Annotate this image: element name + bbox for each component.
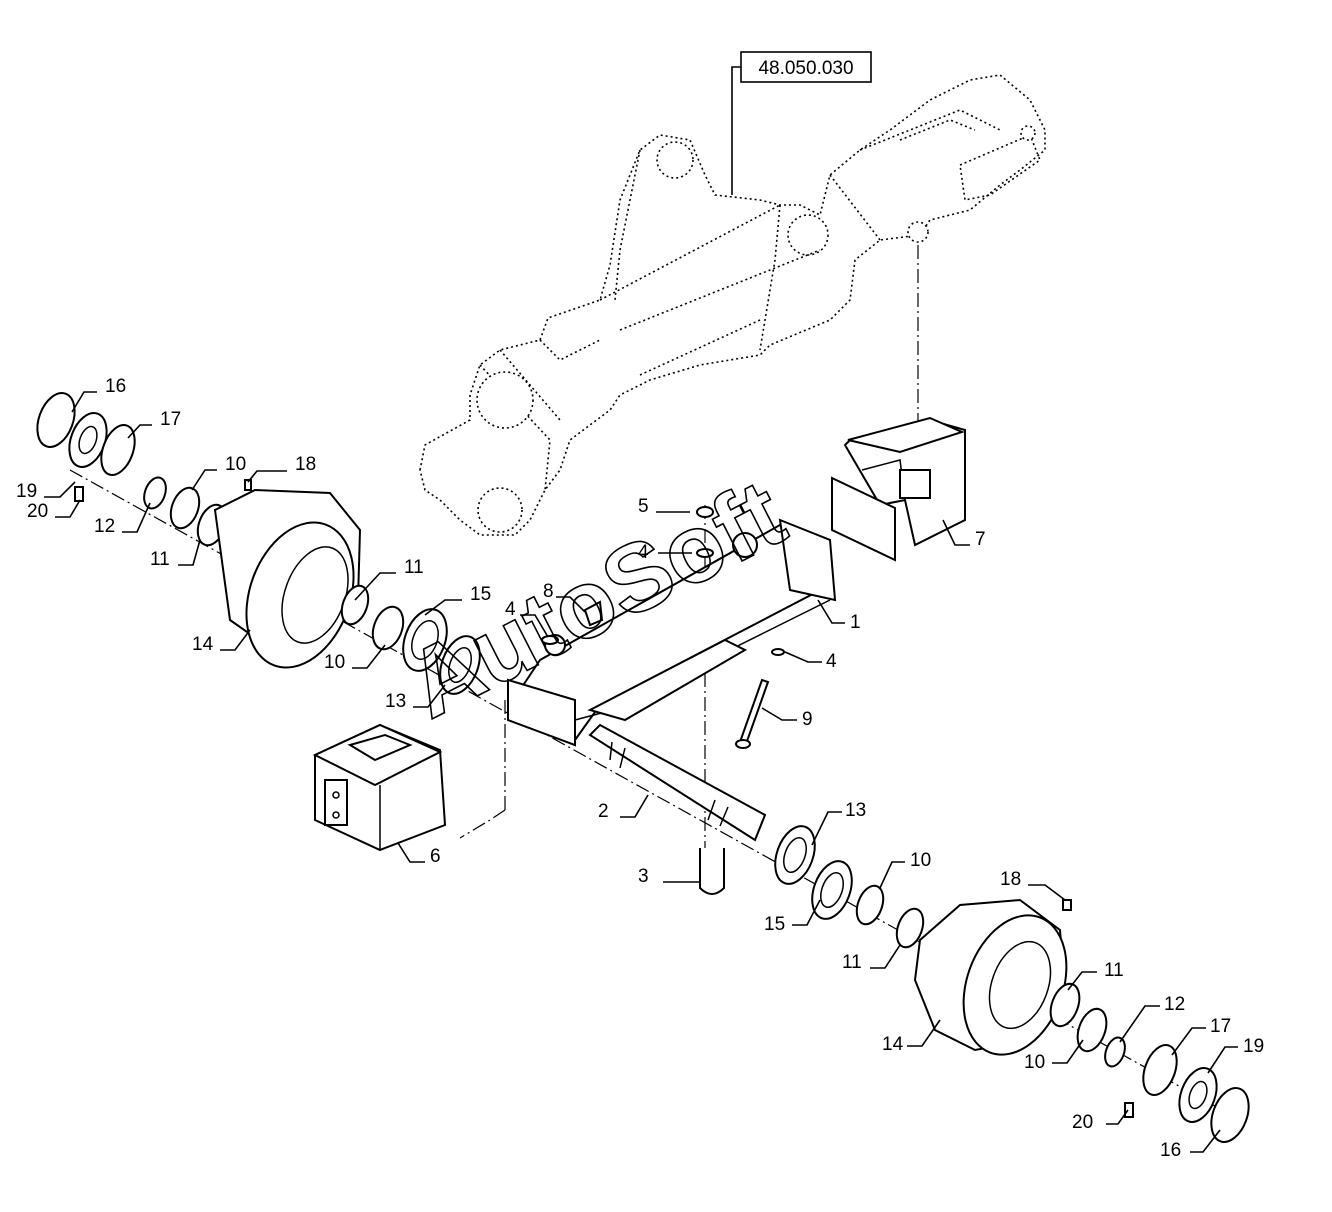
callout-11[interactable]: 11	[404, 557, 424, 578]
callout-4[interactable]: 4	[826, 651, 837, 672]
callout-17[interactable]: 17	[160, 409, 181, 430]
callout-5[interactable]: 5	[638, 496, 649, 517]
callout-13[interactable]: 13	[385, 691, 406, 712]
axle-housing-ghost	[419, 74, 1046, 536]
callout-13[interactable]: 13	[845, 800, 866, 821]
callout-10[interactable]: 10	[1024, 1052, 1045, 1073]
part-5-nut[interactable]	[696, 506, 714, 518]
callout-12[interactable]: 12	[1164, 994, 1185, 1015]
right-wheel-assembly[interactable]	[768, 821, 1256, 1147]
callout-8[interactable]: 8	[543, 581, 554, 602]
callout-11[interactable]: 11	[1104, 960, 1124, 981]
callout-1[interactable]: 1	[850, 612, 861, 633]
callout-10[interactable]: 10	[910, 850, 931, 871]
callout-19[interactable]: 19	[1243, 1036, 1264, 1057]
part-4-washer-top[interactable]	[696, 548, 714, 558]
callout-7[interactable]: 7	[975, 529, 986, 550]
callout-19[interactable]: 19	[16, 481, 37, 502]
callout-14[interactable]: 14	[192, 634, 214, 655]
callout-2[interactable]: 2	[598, 801, 609, 822]
callout-16[interactable]: 16	[105, 376, 126, 397]
part-4-washer-left[interactable]	[541, 635, 559, 645]
callout-15[interactable]: 15	[470, 584, 491, 605]
callout-18[interactable]: 18	[295, 454, 316, 475]
callout-16[interactable]: 16	[1160, 1140, 1181, 1161]
left-wheel-assembly[interactable]	[30, 388, 487, 699]
part-6-bracket[interactable]	[312, 723, 447, 852]
part-1-axle-beam[interactable]	[507, 518, 837, 747]
callout-6[interactable]: 6	[430, 846, 441, 867]
callout-14[interactable]: 14	[882, 1034, 904, 1055]
callout-4[interactable]: 4	[505, 599, 516, 620]
part-9-bolt[interactable]	[735, 678, 770, 749]
callout-10[interactable]: 10	[324, 652, 345, 673]
callout-15[interactable]: 15	[764, 914, 785, 935]
part-4-washer-right[interactable]	[771, 648, 785, 656]
callout-labels: 16 17 10 18 19 20 12 11 11 14 15 10 13 8…	[16, 376, 1264, 1161]
part-8-pin[interactable]	[583, 600, 604, 627]
callout-10[interactable]: 10	[225, 454, 246, 475]
callout-20[interactable]: 20	[27, 501, 48, 522]
part-2-shaft[interactable]	[588, 723, 767, 842]
callout-3[interactable]: 3	[638, 866, 649, 887]
callout-9[interactable]: 9	[802, 709, 813, 730]
callout-4[interactable]: 4	[638, 542, 649, 563]
leader-lines	[44, 391, 1238, 1153]
callout-11[interactable]: 11	[842, 952, 862, 973]
callout-12[interactable]: 12	[94, 516, 115, 537]
callout-11[interactable]: 11	[150, 549, 170, 570]
part-3-u-bolt[interactable]	[699, 848, 725, 895]
reference-box[interactable]: 48.050.030	[731, 51, 872, 195]
callout-17[interactable]: 17	[1210, 1016, 1231, 1037]
callout-18[interactable]: 18	[1000, 869, 1021, 890]
callout-20[interactable]: 20	[1072, 1112, 1093, 1133]
part-7-bracket[interactable]	[831, 416, 966, 562]
reference-label: 48.050.030	[758, 58, 853, 79]
